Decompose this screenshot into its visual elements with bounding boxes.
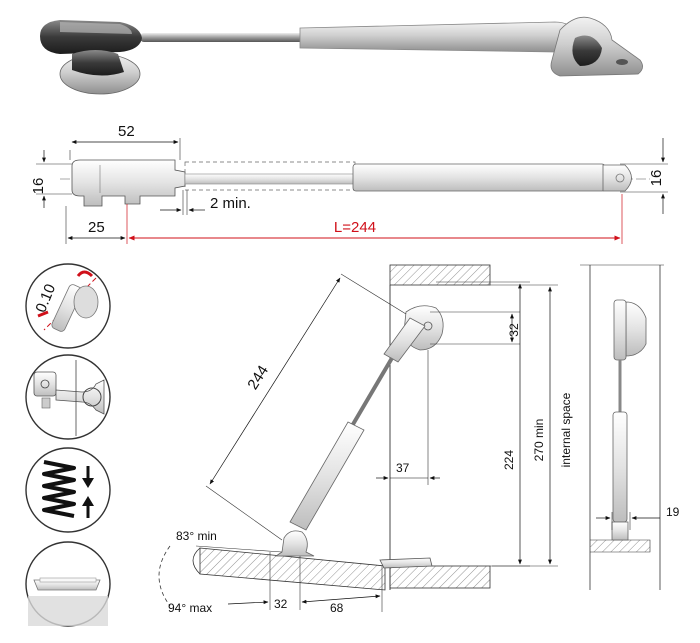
hinge-icon: [25, 354, 111, 440]
side-bracket-top: [625, 301, 647, 357]
angle-min: 83° min: [176, 529, 217, 543]
side-view-shelf: [590, 539, 651, 553]
bottom-bracket: [274, 530, 315, 557]
cylinder-outline: [352, 163, 606, 192]
flap-panel: [199, 547, 386, 591]
dim-arm: 244: [244, 362, 272, 392]
internal-space-label: internal space: [559, 392, 573, 467]
right-cap-outline: [602, 164, 632, 192]
angle-arc: [158, 545, 171, 607]
spring-cylinder: [289, 421, 365, 531]
left-mount-hinge: [72, 50, 124, 76]
right-bracket-socket: [572, 35, 602, 66]
dim-25: 25: [88, 219, 105, 236]
dim-19: 19: [666, 505, 680, 519]
bottom-panel: [389, 565, 491, 589]
handle-icon: [25, 541, 111, 627]
bottom-hinge: [379, 557, 433, 569]
side-view: 19: [580, 264, 680, 590]
dim-37: 37: [396, 461, 410, 475]
dim-224: 224: [502, 450, 516, 470]
dim-16-right: 16: [648, 170, 665, 187]
dim-line-arm: [209, 277, 341, 485]
bracket-screw-hole: [616, 59, 628, 65]
angle-max: 94° max: [168, 601, 212, 615]
dim-270: 270 min: [532, 419, 546, 462]
dim-52: 52: [118, 123, 135, 140]
dim-68: 68: [330, 601, 344, 615]
rod-outline: [184, 173, 356, 185]
dim-32-top: 32: [507, 323, 521, 337]
dim-32-bottom: 32: [274, 597, 288, 611]
feature-icons: 0.10: [25, 263, 111, 627]
piston-rod: [140, 33, 310, 42]
top-panel: [389, 264, 491, 286]
gas-spring-photo: [40, 16, 643, 95]
dim-2-min: 2 min.: [210, 195, 251, 212]
installation-drawing: 244 32 37 224 270 min internal space 83°…: [158, 264, 573, 615]
tolerance-icon: 0.10: [25, 263, 111, 349]
side-spring-cylinder: [612, 411, 628, 523]
dim-length: L=244: [334, 219, 376, 236]
dimension-drawing: 52 16 16 2 min. 25 L=244: [30, 123, 668, 244]
cylinder: [299, 21, 576, 53]
side-bracket-bottom: [611, 521, 629, 541]
spring-icon: [25, 447, 111, 533]
dim-16-left: 16: [30, 178, 47, 195]
left-fitting-outline: [71, 159, 186, 207]
spring-rod: [350, 356, 394, 428]
spring-upper-end: [383, 317, 426, 363]
